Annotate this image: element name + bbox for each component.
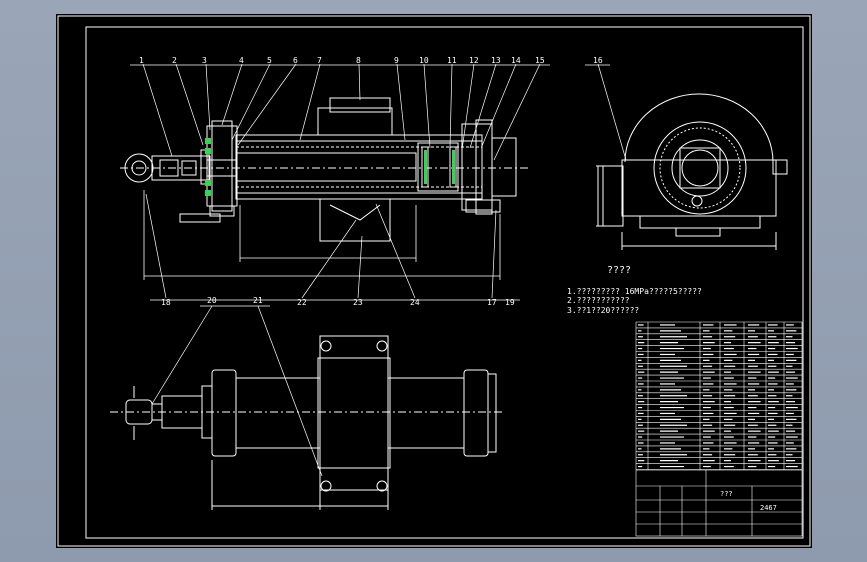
title-block-name: ??? — [720, 490, 733, 498]
balloon-23: 23 — [353, 298, 363, 307]
technical-notes: ???? 1.????????? 16MPa?????5????? 2.????… — [567, 265, 702, 315]
balloon-14: 14 — [511, 56, 521, 65]
balloon-16: 16 — [593, 56, 603, 65]
balloon-10: 10 — [419, 56, 429, 65]
inner-frame — [85, 26, 804, 539]
note-2: 2.??????????? — [567, 296, 630, 305]
balloon-3: 3 — [202, 56, 207, 65]
balloon-13: 13 — [491, 56, 501, 65]
parts-list-table — [635, 321, 803, 470]
cylinder-plan-view — [110, 335, 505, 510]
leader-lines — [142, 63, 627, 477]
note-3: 3.??1??20?????? — [567, 306, 639, 315]
balloon-9: 9 — [394, 56, 399, 65]
balloon-15: 15 — [535, 56, 545, 65]
balloon-17: 17 — [487, 298, 497, 307]
balloon-8: 8 — [356, 56, 361, 65]
balloon-22: 22 — [297, 298, 307, 307]
cylinder-side-view — [596, 93, 788, 250]
balloon-11: 11 — [447, 56, 457, 65]
balloon-20: 20 — [207, 296, 217, 305]
balloon-24: 24 — [410, 298, 420, 307]
cylinder-section-view — [120, 97, 530, 242]
balloon-labels: 1 2 3 4 5 6 7 8 9 10 11 12 13 14 15 16 1… — [139, 56, 603, 307]
balloon-underlines — [130, 64, 610, 307]
balloon-7: 7 — [317, 56, 322, 65]
note-1: 1.????????? 16MPa?????5????? — [567, 287, 702, 296]
drawing-sheet — [56, 14, 812, 548]
balloon-12: 12 — [469, 56, 479, 65]
title-block — [635, 469, 803, 537]
seal-packs — [205, 138, 455, 196]
balloon-5: 5 — [267, 56, 272, 65]
assembly-dimensions — [143, 190, 501, 280]
title-block-drawing-no: 2467 — [760, 504, 777, 512]
balloon-2: 2 — [172, 56, 177, 65]
outer-frame — [57, 15, 811, 547]
balloon-18: 18 — [161, 298, 171, 307]
balloon-6: 6 — [293, 56, 298, 65]
notes-title: ???? — [607, 265, 631, 276]
balloon-4: 4 — [239, 56, 244, 65]
balloon-1: 1 — [139, 56, 144, 65]
balloon-21: 21 — [253, 296, 263, 305]
balloon-19: 19 — [505, 298, 515, 307]
